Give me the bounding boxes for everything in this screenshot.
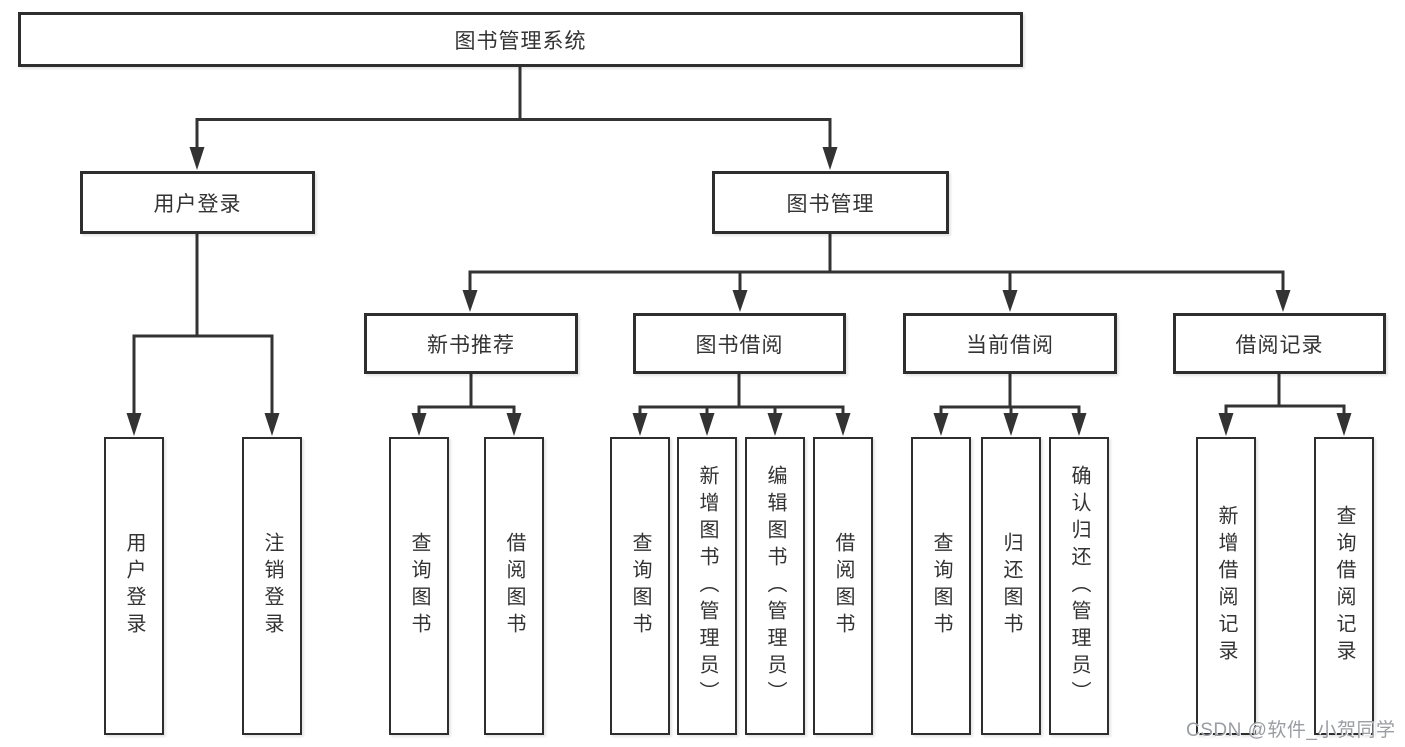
node-label: 图书借阅 [695,333,784,357]
leaf-edit-book-admin: 编辑图书（管理员） [745,437,805,735]
leaf-label: 查询图书 [629,532,651,640]
leaf-label: 用户登录 [123,532,145,640]
leaf-label: 新增借阅记录 [1215,505,1237,667]
leaf-label: 借阅图书 [503,532,525,640]
csdn-watermark: CSDN @软件_小贺同学 [1186,720,1396,741]
leaf-borrow-books-recommend: 借阅图书 [484,437,544,735]
node-user-login: 用户登录 [80,171,315,234]
leaf-logout: 注销登录 [242,437,302,735]
leaf-add-borrow-record: 新增借阅记录 [1196,437,1256,735]
leaf-label: 归还图书 [1000,532,1022,640]
leaf-return-book: 归还图书 [981,437,1041,735]
leaf-borrow-books: 借阅图书 [813,437,873,735]
leaf-user-login: 用户登录 [104,437,164,735]
leaf-label: 新增图书（管理员） [696,464,718,708]
leaf-label: 注销登录 [261,532,283,640]
leaf-query-books-current: 查询图书 [911,437,971,735]
leaf-confirm-return-admin: 确认归还（管理员） [1049,437,1109,735]
node-label: 借阅记录 [1235,333,1324,357]
leaf-query-borrow-record: 查询借阅记录 [1314,437,1374,735]
node-library-management-system: 图书管理系统 [18,12,1023,67]
node-book-borrowing: 图书借阅 [633,313,846,374]
node-current-borrowing: 当前借阅 [903,313,1117,374]
node-book-management: 图书管理 [712,171,949,234]
node-label: 用户登录 [153,192,242,216]
leaf-label: 编辑图书（管理员） [764,464,786,708]
node-borrowing-records: 借阅记录 [1173,313,1386,374]
leaf-query-books-borrow: 查询图书 [610,437,670,735]
leaf-label: 确认归还（管理员） [1068,464,1090,708]
leaf-label: 查询借阅记录 [1333,505,1355,667]
node-label: 当前借阅 [966,333,1054,357]
leaf-query-books-recommend: 查询图书 [389,437,449,735]
node-label: 图书管理 [786,192,875,216]
leaf-label: 查询图书 [930,532,952,640]
leaf-label: 查询图书 [408,532,430,640]
node-new-book-recommendation: 新书推荐 [364,313,578,374]
leaf-label: 借阅图书 [832,532,854,640]
node-label: 图书管理系统 [454,29,587,53]
leaf-add-book-admin: 新增图书（管理员） [677,437,737,735]
node-label: 新书推荐 [427,333,515,357]
